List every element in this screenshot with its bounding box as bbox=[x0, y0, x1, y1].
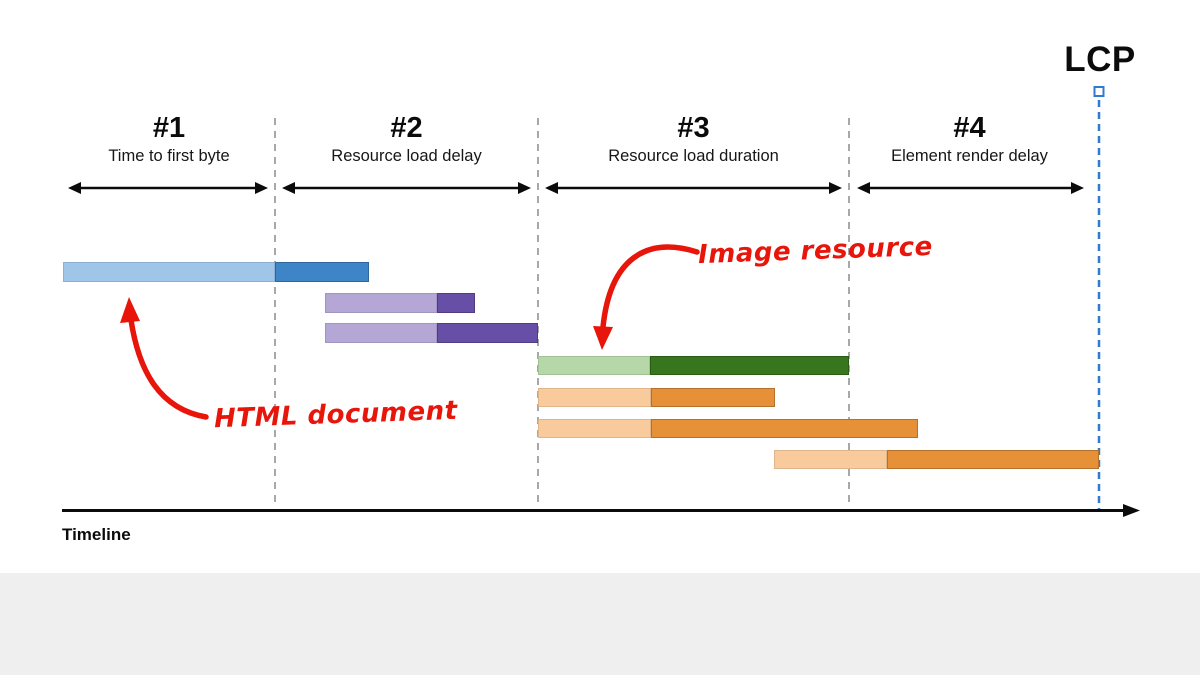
phase-label: Resource load duration bbox=[608, 147, 779, 165]
script-bar-light-segment bbox=[538, 388, 651, 407]
phase-label: Resource load delay bbox=[331, 147, 482, 165]
stylesheet-bar bbox=[325, 323, 538, 343]
phase-number: #1 bbox=[152, 112, 186, 144]
lcp-marker-icon bbox=[1093, 86, 1105, 97]
phase-arrow-1 bbox=[68, 182, 268, 194]
script-bar bbox=[774, 450, 1099, 469]
image-bar bbox=[538, 356, 849, 375]
phase-number: #4 bbox=[953, 112, 986, 144]
timeline-axis bbox=[62, 504, 1140, 517]
stylesheet-bar-light-segment bbox=[325, 323, 437, 343]
image-bar-dark-segment bbox=[650, 356, 849, 375]
document-bar-dark-segment bbox=[275, 262, 369, 282]
stylesheet-bar-light-segment bbox=[325, 293, 437, 313]
legend-strip: DocumentStylesheetScriptImage bbox=[0, 573, 1200, 675]
phase-arrow-2 bbox=[282, 182, 531, 194]
script-bar-dark-segment bbox=[651, 419, 918, 438]
document-bar-light-segment bbox=[63, 262, 275, 282]
script-bar bbox=[538, 388, 775, 407]
stylesheet-bar-dark-segment bbox=[437, 293, 475, 313]
stylesheet-bar bbox=[325, 293, 475, 313]
annotation-html-document: HTML document bbox=[213, 395, 458, 435]
script-bar-dark-segment bbox=[651, 388, 775, 407]
image-resource-arrow bbox=[593, 244, 700, 350]
phase-label: Time to first byte bbox=[108, 147, 230, 165]
script-bar-light-segment bbox=[538, 419, 651, 438]
timeline-label: Timeline bbox=[62, 525, 131, 544]
script-bar-dark-segment bbox=[887, 450, 1099, 469]
script-bar bbox=[538, 419, 918, 438]
image-bar-light-segment bbox=[538, 356, 650, 375]
phase-number: #2 bbox=[390, 112, 423, 144]
stylesheet-bar-dark-segment bbox=[437, 323, 538, 343]
script-bar-light-segment bbox=[774, 450, 887, 469]
document-bar bbox=[63, 262, 369, 282]
annotation-image-resource: Image resource bbox=[697, 231, 934, 271]
phase-number: #3 bbox=[677, 112, 710, 144]
phase-arrow-4 bbox=[857, 182, 1084, 194]
phase-label: Element render delay bbox=[891, 147, 1048, 165]
phase-arrow-3 bbox=[545, 182, 842, 194]
lcp-label: LCP bbox=[1064, 40, 1136, 79]
html-document-arrow bbox=[120, 297, 209, 420]
